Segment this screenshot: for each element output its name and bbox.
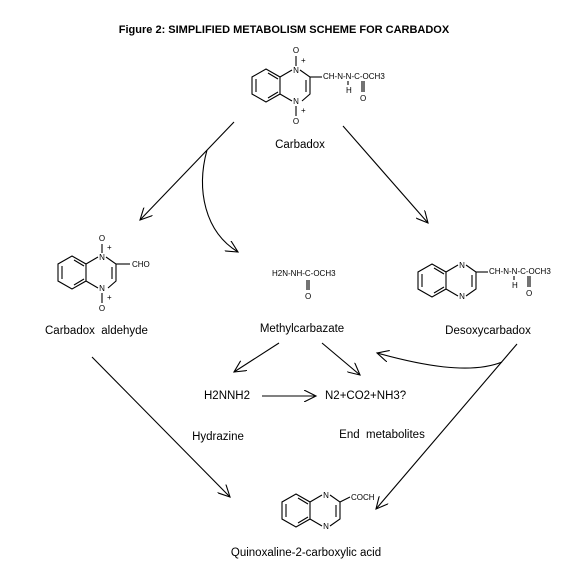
carbadox-side-chain: CH-N-N-C-OCH3 xyxy=(323,72,385,81)
arrow-carbadox-to-aldehyde xyxy=(140,121,235,220)
aldehyde-plus-top: + xyxy=(107,243,112,252)
hydrazine-formula: H2NNH2 xyxy=(204,390,250,402)
aldehyde-o-top: O xyxy=(99,234,105,243)
qca-n-top: N xyxy=(323,491,329,500)
aldehyde-n-bottom: N xyxy=(99,284,105,293)
carbadox-plus-top: + xyxy=(301,56,306,65)
arrow-desoxycarbadox-to-qca xyxy=(376,343,518,509)
aldehyde-plus-bottom: + xyxy=(107,293,112,302)
arrow-aldehyde-to-qca xyxy=(91,356,230,497)
hydrazine-label: Hydrazine xyxy=(192,431,244,443)
carbadox-n-bottom: N xyxy=(293,97,299,106)
qca-label: Quinoxaline-2-carboxylic acid xyxy=(231,547,381,559)
carbadox-o-bottom: O xyxy=(293,117,299,126)
qca-structure: N N COCH xyxy=(281,491,375,531)
qca-n-bottom: N xyxy=(323,522,329,531)
methylcarbazate-formula: H2N-NH-C-OCH3 xyxy=(272,269,336,278)
desoxycarbadox-label: Desoxycarbadox xyxy=(445,325,531,337)
desoxy-o-side: O xyxy=(526,289,532,298)
desoxy-n-bottom: N xyxy=(459,292,465,301)
carbadox-o-top: O xyxy=(293,46,299,55)
arrow-desoxycarbadox-to-end xyxy=(377,353,503,369)
arrow-methylcarbazate-to-end xyxy=(321,342,360,375)
methylcarbazate-label: Methylcarbazate xyxy=(260,323,344,335)
qca-group: COCH xyxy=(351,493,375,502)
arrow-methylcarbazate-to-hydrazine xyxy=(234,342,280,372)
figure-title: Figure 2: SIMPLIFIED METABOLISM SCHEME F… xyxy=(119,24,450,36)
carbadox-label: Carbadox xyxy=(275,139,325,151)
desoxy-n-top: N xyxy=(459,261,465,270)
carbadox-structure: N + O N + O CH-N-N-C-OCH3 H O xyxy=(251,46,385,126)
carbadox-h: H xyxy=(346,86,352,95)
aldehyde-label: Carbadox aldehyde xyxy=(45,325,148,337)
desoxycarbadox-structure: N N CH-N-N-C-OCH3 H O xyxy=(417,261,551,301)
desoxy-h: H xyxy=(512,281,518,290)
aldehyde-structure: N + O N + O CHO xyxy=(57,234,150,313)
end-metabolites-formula: N2+CO2+NH3? xyxy=(325,390,406,402)
end-metabolites-label: End metabolites xyxy=(339,429,425,441)
carbadox-plus-bottom: + xyxy=(301,106,306,115)
methylcarbazate-o: O xyxy=(305,292,311,301)
carbadox-o-side: O xyxy=(360,94,366,103)
aldehyde-group: CHO xyxy=(132,260,150,269)
arrow-carbadox-to-methylcarbazate xyxy=(202,149,238,252)
arrow-carbadox-to-desoxycarbadox xyxy=(342,125,428,223)
aldehyde-n-top: N xyxy=(99,253,105,262)
methylcarbazate-structure: H2N-NH-C-OCH3 O xyxy=(272,269,336,301)
carbadox-n-top: N xyxy=(293,66,299,75)
desoxy-side-chain: CH-N-N-C-OCH3 xyxy=(489,267,551,276)
aldehyde-o-bottom: O xyxy=(99,304,105,313)
